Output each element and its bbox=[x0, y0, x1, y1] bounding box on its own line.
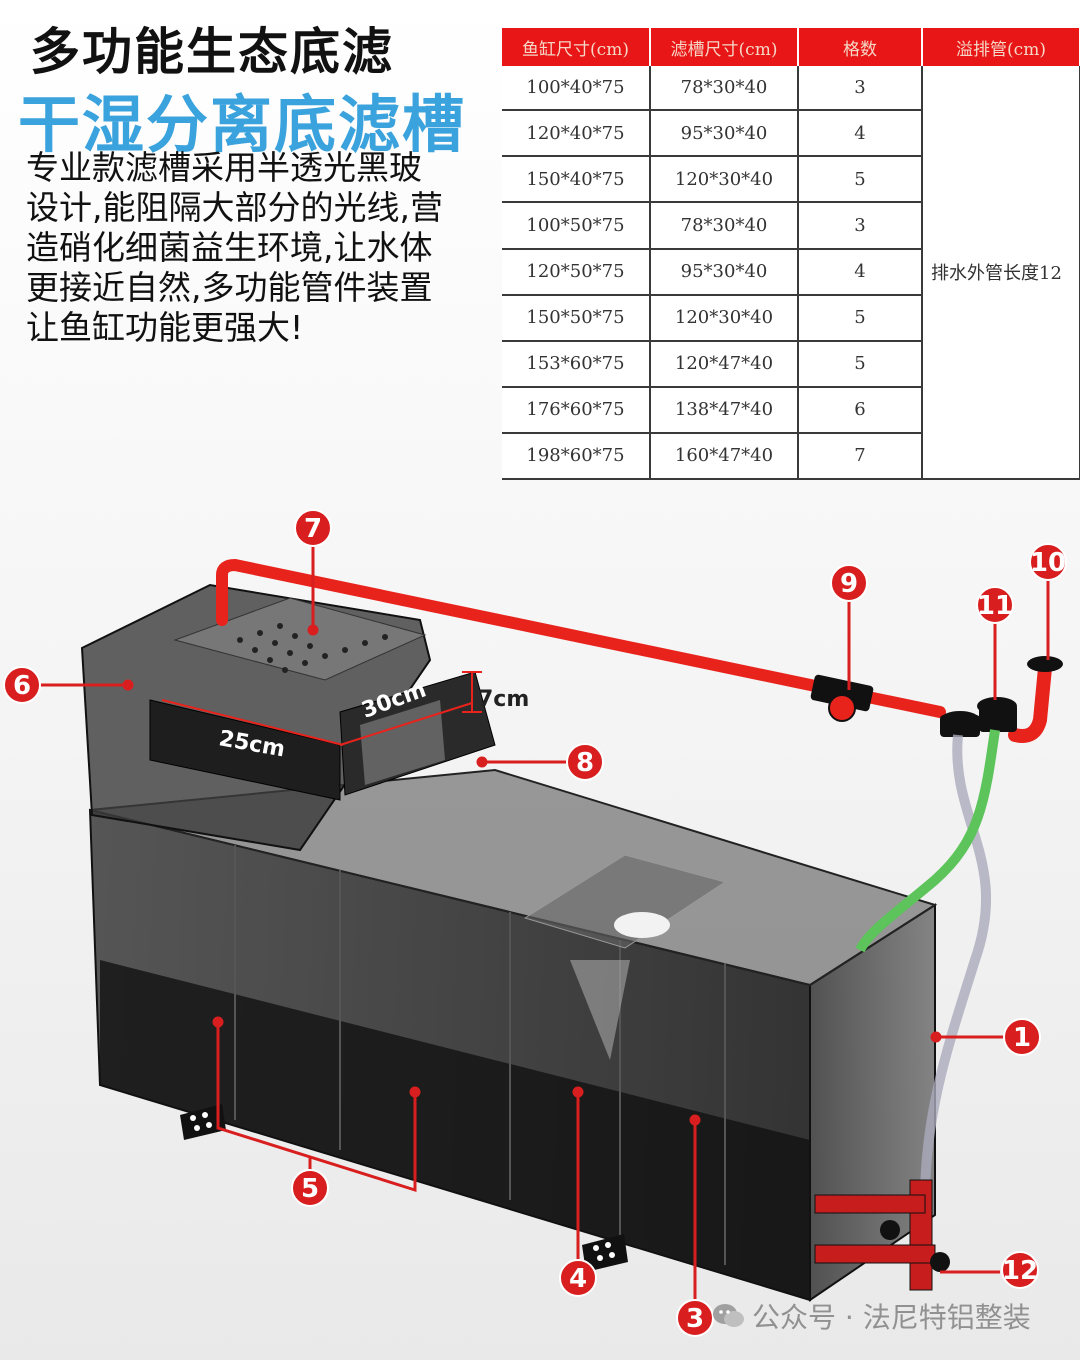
table-cell: 120*30*40 bbox=[650, 156, 799, 204]
callout-10: 10 bbox=[1029, 543, 1067, 581]
column-header-tank-size: 鱼缸尺寸(cm) bbox=[502, 28, 651, 66]
table-cell: 100*50*75 bbox=[502, 202, 651, 250]
callout-label: 12 bbox=[1002, 1256, 1038, 1286]
column-header-overflow: 溢排管(cm) bbox=[922, 28, 1080, 66]
description-line: 设计,能阻隔大部分的光线,营 bbox=[26, 188, 443, 227]
callout-label: 1 bbox=[1013, 1023, 1031, 1053]
callout-label: 11 bbox=[977, 591, 1013, 621]
table-header-row: 鱼缸尺寸(cm) 滤槽尺寸(cm) 格数 溢排管(cm) bbox=[502, 28, 1080, 66]
tank-feet bbox=[180, 1104, 628, 1272]
table-cell: 150*50*75 bbox=[502, 294, 651, 342]
callout-11: 11 bbox=[976, 586, 1014, 624]
drain-length-note: 排水外管长度12 bbox=[922, 66, 1080, 480]
green-hose bbox=[855, 729, 1000, 953]
table-cell: 6 bbox=[798, 386, 923, 434]
callout-label: 9 bbox=[840, 569, 858, 599]
table-cell: 5 bbox=[798, 340, 923, 388]
column-header-chambers: 格数 bbox=[798, 28, 923, 66]
watermark-text: 公众号 · 法尼特铝整装 bbox=[752, 1301, 1031, 1334]
table-cell: 176*60*75 bbox=[502, 386, 651, 434]
bottom-pipe-fittings bbox=[814, 1179, 950, 1291]
callout-12: 12 bbox=[1001, 1251, 1039, 1289]
table-cell: 5 bbox=[798, 156, 923, 204]
callout-8: 8 bbox=[566, 743, 604, 781]
callout-4: 4 bbox=[559, 1259, 597, 1297]
table-cell: 3 bbox=[798, 66, 923, 112]
table-cell: 4 bbox=[798, 248, 923, 296]
drip-tray-box bbox=[80, 583, 496, 852]
wechat-icon bbox=[713, 1304, 744, 1327]
table-cell: 95*30*40 bbox=[650, 110, 799, 158]
table-cell: 120*30*40 bbox=[650, 294, 799, 342]
callout-markers bbox=[40, 545, 1050, 1300]
table-cell: 160*47*40 bbox=[650, 432, 799, 481]
callout-label: 6 bbox=[13, 671, 31, 701]
valve-icon bbox=[810, 674, 874, 722]
table-cell: 3 bbox=[798, 202, 923, 250]
table-cell: 78*30*40 bbox=[650, 66, 799, 112]
description-line: 更接近自然,多功能管件装置 bbox=[26, 268, 433, 307]
page-subtitle: 干湿分离底滤槽 bbox=[18, 88, 467, 161]
watermark: 公众号 · 法尼特铝整装 bbox=[712, 1296, 1031, 1336]
callout-6: 6 bbox=[3, 666, 41, 704]
table-cell: 138*47*40 bbox=[650, 386, 799, 434]
page-title: 多功能生态底滤 bbox=[30, 23, 394, 81]
description-line: 让鱼缸功能更强大! bbox=[26, 308, 304, 347]
callout-label: 7 bbox=[304, 514, 322, 544]
clear-hose bbox=[920, 734, 992, 1201]
table-cell: 120*40*75 bbox=[502, 110, 651, 158]
table-cell: 78*30*40 bbox=[650, 202, 799, 250]
callout-label: 8 bbox=[576, 748, 594, 778]
overflow-pipe bbox=[216, 558, 1052, 743]
table-cell: 198*60*75 bbox=[502, 432, 651, 481]
dimension-lines bbox=[161, 671, 482, 746]
callout-9: 9 bbox=[830, 564, 868, 602]
callout-1: 1 bbox=[1003, 1018, 1041, 1056]
callout-7: 7 bbox=[294, 509, 332, 547]
table-cell: 153*60*75 bbox=[502, 340, 651, 388]
callout-label: 4 bbox=[569, 1264, 587, 1294]
callout-5: 5 bbox=[291, 1169, 329, 1207]
table-cell: 5 bbox=[798, 294, 923, 342]
description: 专业款滤槽采用半透光黑玻 设计,能阻隔大部分的光线,营 造硝化细菌益生环境,让水… bbox=[26, 148, 486, 348]
description-line: 造硝化细菌益生环境,让水体 bbox=[26, 228, 433, 267]
callout-label: 3 bbox=[686, 1304, 704, 1334]
table-cell: 120*50*75 bbox=[502, 248, 651, 296]
table-cell: 4 bbox=[798, 110, 923, 158]
column-header-sump-size: 滤槽尺寸(cm) bbox=[650, 28, 799, 66]
table-cell: 95*30*40 bbox=[650, 248, 799, 296]
pipe-fittings bbox=[940, 656, 1063, 737]
description-line: 专业款滤槽采用半透光黑玻 bbox=[26, 148, 422, 187]
callout-3: 3 bbox=[676, 1299, 714, 1337]
height-dimension: 7cm bbox=[478, 687, 529, 712]
table-cell: 150*40*75 bbox=[502, 156, 651, 204]
callout-label: 10 bbox=[1030, 548, 1066, 578]
callout-label: 5 bbox=[301, 1174, 319, 1204]
table-cell: 100*40*75 bbox=[502, 66, 651, 112]
table-cell: 120*47*40 bbox=[650, 340, 799, 388]
table-cell: 7 bbox=[798, 432, 923, 481]
